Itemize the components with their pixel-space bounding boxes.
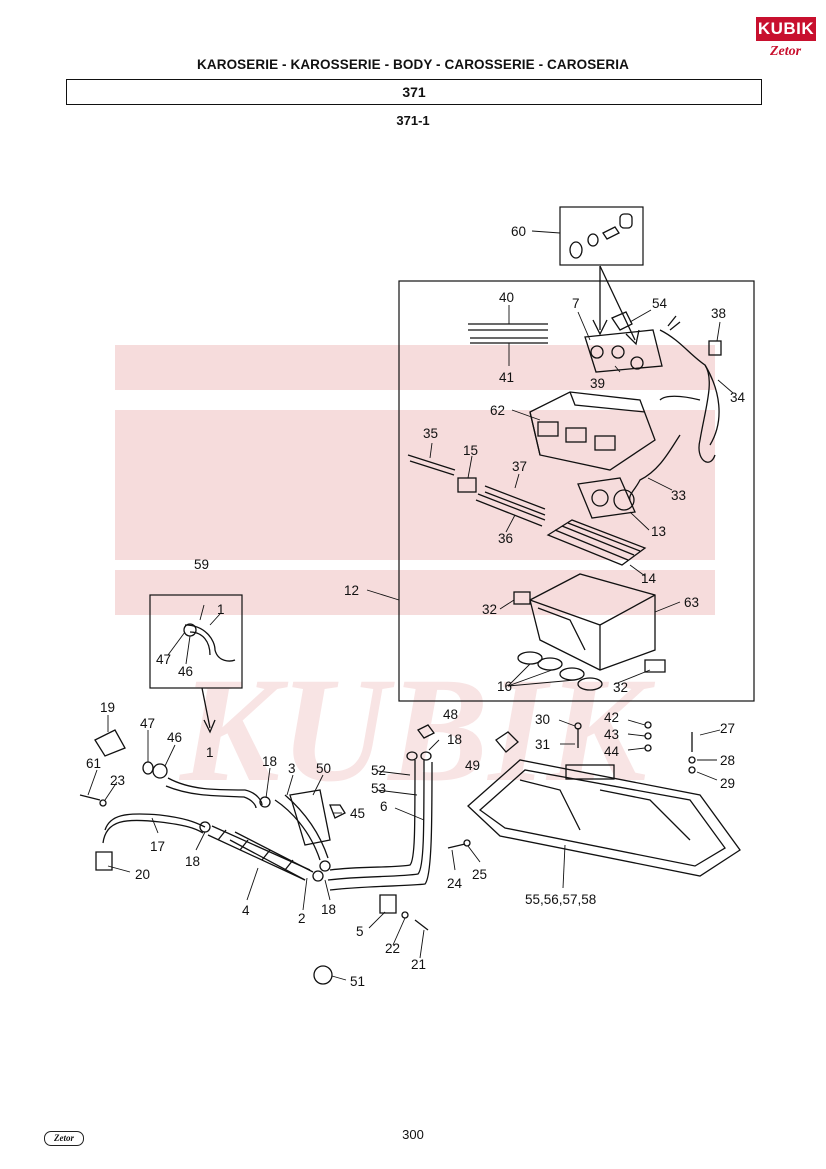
subgroup-number: 371-1 (396, 113, 430, 128)
callout-25: 25 (472, 867, 487, 882)
kubik-logo-text: KUBIK (756, 17, 816, 41)
callout-1-inset: 1 (217, 602, 225, 617)
callout-49: 49 (465, 758, 480, 773)
callout-47: 47 (140, 716, 155, 731)
callout-53: 53 (371, 781, 386, 796)
callout-3: 3 (288, 761, 296, 776)
callout-33: 33 (671, 488, 686, 503)
callout-47-inset: 47 (156, 652, 171, 667)
callout-59: 59 (194, 557, 209, 572)
callout-48: 48 (443, 707, 458, 722)
callout-15: 15 (463, 443, 478, 458)
callout-55-58: 55,56,57,58 (525, 892, 596, 907)
callout-labels: 60 40 7 54 38 41 39 34 62 35 15 37 33 13… (86, 224, 746, 989)
callout-4: 4 (242, 903, 250, 918)
callout-63: 63 (684, 595, 699, 610)
callout-43: 43 (604, 727, 619, 742)
callout-30: 30 (535, 712, 550, 727)
callout-29: 29 (720, 776, 735, 791)
callout-40: 40 (499, 290, 514, 305)
heater-assembly-frame (149, 206, 755, 702)
callout-42: 42 (604, 710, 619, 725)
page-title: KAROSERIE - KAROSSERIE - BODY - CAROSSER… (197, 57, 629, 72)
callout-35: 35 (423, 426, 438, 441)
callout-34: 34 (730, 390, 746, 405)
callout-51: 51 (350, 974, 365, 989)
callout-37: 37 (512, 459, 527, 474)
callout-18-top: 18 (447, 732, 462, 747)
callout-39: 39 (590, 376, 605, 391)
callout-27: 27 (720, 721, 735, 736)
callout-46-inset: 46 (178, 664, 193, 679)
page-number: 300 (402, 1127, 424, 1142)
callout-17: 17 (150, 839, 165, 854)
parts-drawing (79, 213, 741, 985)
callout-16: 16 (497, 679, 512, 694)
watermark-text: KUBIK (178, 647, 656, 813)
callout-18-bottom: 18 (321, 902, 336, 917)
callout-38: 38 (711, 306, 726, 321)
callout-52: 52 (371, 763, 386, 778)
callout-54: 54 (652, 296, 668, 311)
callout-62: 62 (490, 403, 505, 418)
callout-32-top: 32 (482, 602, 497, 617)
zetor-logo-text: Zetor (770, 44, 802, 59)
callout-5: 5 (356, 924, 364, 939)
leader-lines (87, 230, 734, 981)
callout-36: 36 (498, 531, 513, 546)
callout-21: 21 (411, 957, 426, 972)
callout-20: 20 (135, 867, 150, 882)
callout-60: 60 (511, 224, 526, 239)
watermark: KUBIK (115, 345, 715, 813)
callout-2: 2 (298, 911, 306, 926)
callout-7: 7 (572, 296, 580, 311)
callout-19: 19 (100, 700, 115, 715)
callout-1: 1 (206, 745, 214, 760)
callout-32-bottom: 32 (613, 680, 628, 695)
callout-41: 41 (499, 370, 514, 385)
callout-31: 31 (535, 737, 550, 752)
callout-45: 45 (350, 806, 365, 821)
callout-61: 61 (86, 756, 101, 771)
callout-22: 22 (385, 941, 400, 956)
callout-18-mid: 18 (262, 754, 277, 769)
callout-14: 14 (641, 571, 657, 586)
group-number: 371 (402, 84, 426, 100)
callout-46: 46 (167, 730, 182, 745)
callout-44: 44 (604, 744, 620, 759)
callout-24: 24 (447, 876, 463, 891)
callout-23: 23 (110, 773, 125, 788)
callout-13: 13 (651, 524, 666, 539)
zetor-footer-logo: Zetor (44, 1131, 84, 1146)
callout-18-left: 18 (185, 854, 200, 869)
group-number-box: 371 (66, 79, 762, 105)
kubik-logo: KUBIK Zetor (756, 17, 816, 63)
callout-50: 50 (316, 761, 331, 776)
callout-6: 6 (380, 799, 388, 814)
callout-28: 28 (720, 753, 735, 768)
callout-12: 12 (344, 583, 359, 598)
